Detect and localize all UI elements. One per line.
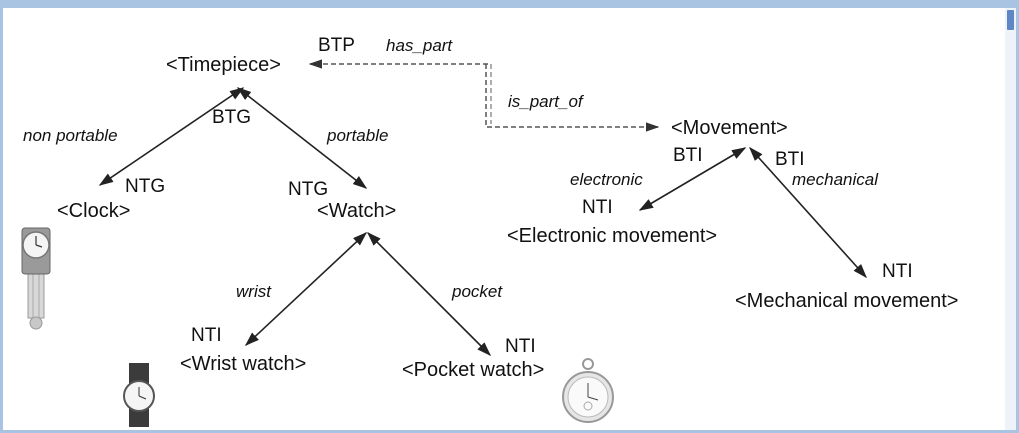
- node-watch: <Watch>: [317, 200, 396, 222]
- node-movement: <Movement>: [671, 117, 788, 139]
- label-non-portable: non portable: [23, 126, 118, 145]
- vertical-scrollbar[interactable]: [1005, 8, 1016, 430]
- edge-timepiece-watch: [236, 87, 368, 189]
- node-pocket-watch: <Pocket watch>: [402, 359, 544, 381]
- label-is-part-of: is_part_of: [508, 92, 585, 111]
- tag-ntg-watch: NTG: [288, 179, 328, 200]
- label-electronic: electronic: [570, 170, 643, 189]
- node-wrist-watch: <Wrist watch>: [180, 353, 306, 375]
- node-timepiece: <Timepiece>: [166, 54, 281, 76]
- edge-watch-pocket: [366, 231, 492, 357]
- label-portable: portable: [326, 126, 388, 145]
- window-top-border: [0, 0, 1019, 8]
- tag-nti-mechanical: NTI: [882, 261, 913, 282]
- wall-clock-image: [21, 227, 51, 330]
- is-part-of-dashed-arrow: [485, 64, 660, 132]
- edge-movement-electronic: [638, 147, 747, 211]
- window-right-border: [1016, 0, 1019, 433]
- edge-movement-mechanical: [749, 146, 867, 279]
- node-electronic-movement: <Electronic movement>: [507, 225, 717, 247]
- label-pocket: pocket: [451, 282, 503, 301]
- label-mechanical: mechanical: [792, 170, 879, 189]
- edge-watch-wrist: [244, 232, 368, 346]
- scrollbar-thumb[interactable]: [1007, 10, 1014, 30]
- tag-nti-pocket: NTI: [505, 336, 536, 357]
- edge-timepiece-clock: [98, 87, 245, 186]
- tag-nti-electronic: NTI: [582, 197, 613, 218]
- node-mechanical-movement: <Mechanical movement>: [735, 290, 958, 312]
- tag-btg: BTG: [212, 107, 251, 128]
- window-bottom-border: [0, 430, 1019, 433]
- tag-btp: BTP: [318, 35, 355, 56]
- label-wrist: wrist: [236, 282, 272, 301]
- tag-bti-right: BTI: [775, 149, 805, 170]
- wrist-watch-image: [123, 363, 155, 427]
- tag-bti-left: BTI: [673, 145, 703, 166]
- label-has-part: has_part: [386, 36, 453, 55]
- window-left-border: [0, 0, 3, 433]
- pocket-watch-image: [562, 358, 614, 423]
- tag-nti-wrist: NTI: [191, 325, 222, 346]
- tag-ntg-clock: NTG: [125, 176, 165, 197]
- node-clock: <Clock>: [57, 200, 130, 222]
